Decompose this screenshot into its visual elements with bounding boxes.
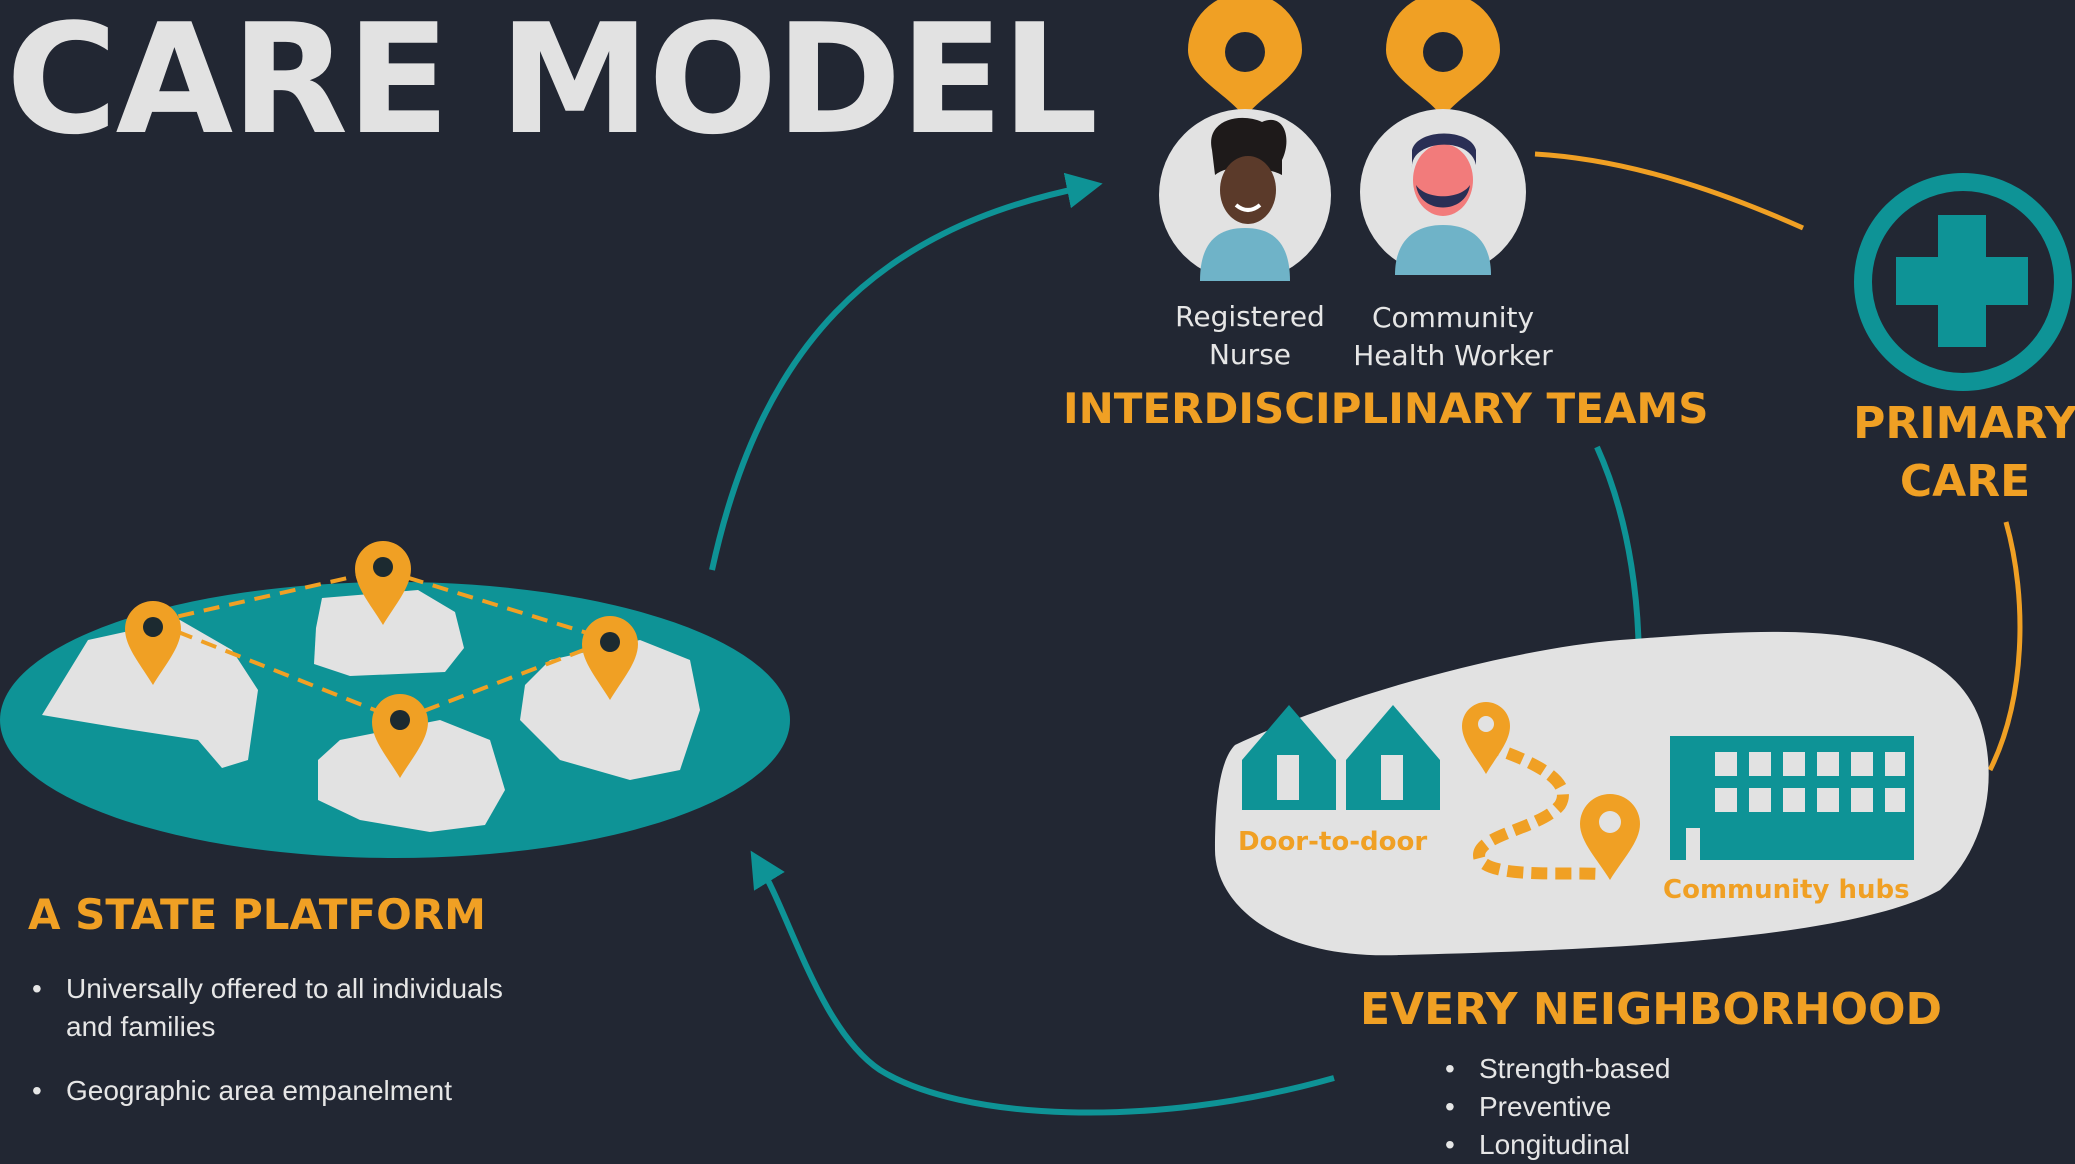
primary-care-connector-right	[1987, 521, 2023, 772]
primary-care-connector-top	[1534, 151, 1805, 231]
neighborhood-bullet-list: Strength-based Preventive Longitudinal	[1441, 1050, 1670, 1164]
door-to-door-label: Door-to-door	[1238, 827, 1427, 857]
map-pin-icon	[1462, 702, 1510, 774]
role-label-nurse: Registered Nurse	[1175, 300, 1325, 371]
map-pin-icon	[355, 541, 411, 625]
platform-bullet-list: Universally offered to all individuals a…	[28, 970, 528, 1136]
nurse-avatar-icon	[1159, 0, 1331, 281]
neighborhood-area	[1215, 631, 1989, 956]
health-worker-avatar-icon	[1360, 0, 1526, 275]
list-item: Longitudinal	[1441, 1126, 1670, 1164]
map-pin-icon	[582, 616, 638, 700]
building-icon	[1670, 736, 1914, 860]
cycle-arrow-platform-to-teams	[709, 172, 1103, 571]
primary-care-heading: PRIMARY CARE	[1853, 398, 2075, 507]
community-hubs-label: Community hubs	[1663, 875, 1910, 905]
list-item: Geographic area empanelment	[28, 1072, 528, 1110]
list-item: Preventive	[1441, 1088, 1670, 1126]
map-pin-icon	[1580, 794, 1640, 880]
page-title: CARE MODEL	[6, 0, 1098, 168]
medical-cross-icon	[1854, 173, 2072, 391]
list-item: Strength-based	[1441, 1050, 1670, 1088]
cycle-arrow-neighborhood-to-platform	[750, 850, 1335, 1116]
list-item: Universally offered to all individuals a…	[28, 970, 528, 1046]
teams-heading: INTERDISCIPLINARY TEAMS	[1063, 384, 1709, 433]
platform-heading: A STATE PLATFORM	[28, 890, 486, 939]
neighborhood-heading: EVERY NEIGHBORHOOD	[1360, 984, 1942, 1035]
role-label-health-worker: Community Health Worker	[1353, 301, 1553, 372]
map-pin-icon	[372, 694, 428, 778]
map-pin-icon	[125, 601, 181, 685]
house-icon	[1242, 705, 1336, 810]
house-icon	[1346, 705, 1440, 810]
